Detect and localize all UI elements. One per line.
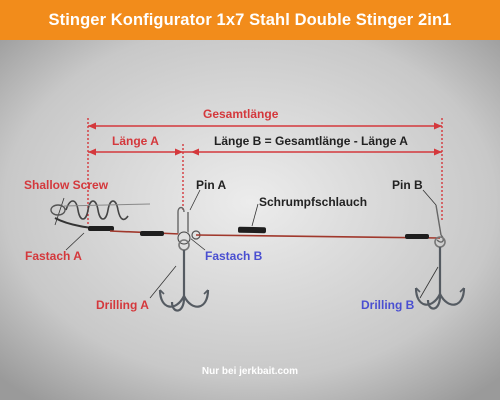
title-banner: Stinger Konfigurator 1x7 Stahl Double St… xyxy=(0,0,500,40)
drilling-b-label: Drilling B xyxy=(361,298,415,312)
ring-a xyxy=(176,230,201,246)
length-b-label: Länge B = Gesamtlänge - Länge A xyxy=(214,134,408,148)
fastach-b-label: Fastach B xyxy=(205,249,263,263)
shallow-screw xyxy=(50,200,151,221)
pin-b-label: Pin B xyxy=(392,178,423,192)
fastach-a-label: Fastach A xyxy=(25,249,82,263)
wire-segment-b xyxy=(195,226,441,239)
page-title: Stinger Konfigurator 1x7 Stahl Double St… xyxy=(48,10,452,29)
stinger-diagram: Gesamtlänge Länge A Länge B = Gesamtläng… xyxy=(0,40,500,400)
footer-note: Nur bei jerkbait.com xyxy=(201,366,299,377)
length-b-dimension xyxy=(183,148,442,156)
fastach-a-clip xyxy=(54,217,114,231)
drilling-a-label: Drilling A xyxy=(96,298,149,312)
treble-hook-b xyxy=(414,236,466,310)
diagram-background xyxy=(0,40,500,400)
wire-segment-a xyxy=(109,230,181,236)
treble-hook-a xyxy=(158,239,210,312)
length-a-dimension xyxy=(88,144,184,210)
total-length-label: Gesamtlänge xyxy=(203,107,279,121)
pin-a xyxy=(177,206,189,233)
pin-b xyxy=(435,204,444,243)
shallow-screw-label: Shallow Screw xyxy=(24,178,109,192)
schrumpfschlauch-label: Schrumpfschlauch xyxy=(259,195,368,209)
diagram-svg xyxy=(0,40,500,400)
pin-a-label: Pin A xyxy=(196,178,227,192)
pointer-lines xyxy=(54,189,439,299)
length-a-label: Länge A xyxy=(112,134,159,148)
